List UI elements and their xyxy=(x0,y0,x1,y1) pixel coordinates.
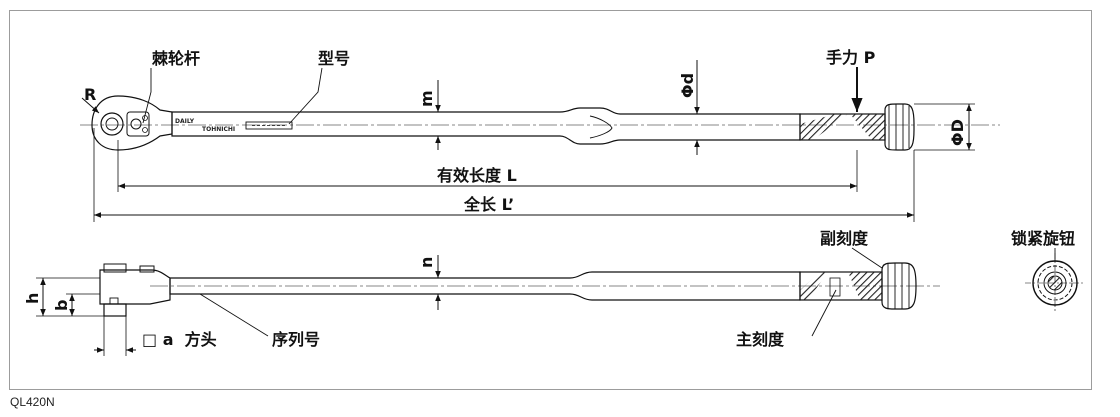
label-total-length: 全长 L’ xyxy=(463,195,514,214)
top-view xyxy=(80,95,1000,151)
label-model-no: 型号 xyxy=(318,49,350,68)
label-sub-scale: 副刻度 xyxy=(820,229,869,248)
label-effective-length: 有效长度 L xyxy=(437,166,517,185)
label-serial-no: 序列号 xyxy=(272,330,320,349)
label-n: n xyxy=(417,257,436,268)
label-hand-force: 手力 P xyxy=(826,48,876,67)
side-view xyxy=(99,262,940,317)
label-h: h xyxy=(23,293,42,304)
model-caption: QL420N xyxy=(10,395,55,409)
label-lock-knob: 锁紧旋钮 xyxy=(1011,229,1075,248)
lock-knob-side xyxy=(884,103,915,151)
label-main-scale: 主刻度 xyxy=(736,330,785,349)
label-m: m xyxy=(417,90,436,107)
ratchet-head-outline xyxy=(91,95,173,151)
top-dimensions xyxy=(81,60,975,222)
wrench-shaft-outline xyxy=(171,107,801,145)
label-R: R xyxy=(84,85,96,104)
maker-mark: TOHNICHI xyxy=(202,126,235,133)
label-b: b xyxy=(52,300,71,311)
label-phi-d: Φd xyxy=(678,73,697,98)
label-phi-D: ΦD xyxy=(948,119,967,146)
brand-mark: DAILY xyxy=(175,118,195,125)
side-head-outline xyxy=(99,269,171,305)
lock-knob-end-view xyxy=(1025,248,1085,313)
label-ratchet: 棘轮杆 xyxy=(152,49,200,68)
label-square-head: □ a 方头 xyxy=(142,330,217,349)
drawing-frame xyxy=(9,10,1092,390)
side-dimensions xyxy=(36,247,883,356)
square-drive xyxy=(103,303,127,317)
ratchet-hole xyxy=(100,112,124,136)
